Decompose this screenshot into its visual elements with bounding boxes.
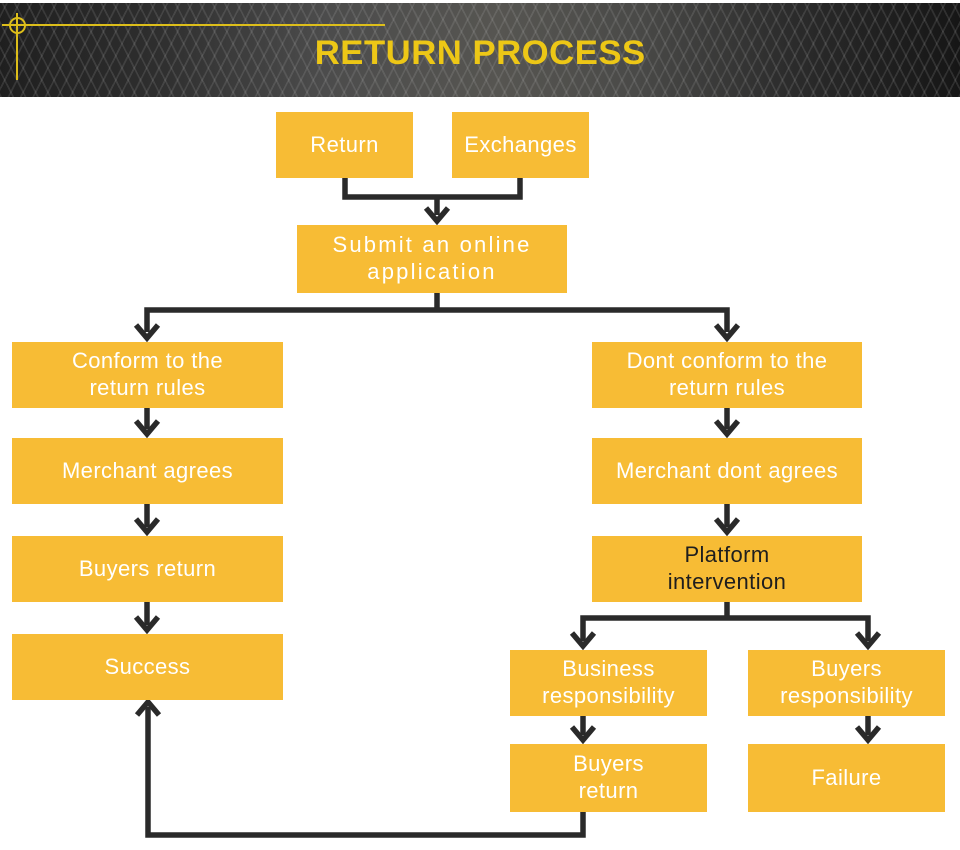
node-merchant-dont-agrees: Merchant dont agrees (592, 438, 862, 504)
node-return: Return (276, 112, 413, 178)
arrowheads (133, 206, 882, 745)
ornament-line-vertical (16, 13, 18, 80)
node-buyers-return-bottom: Buyers return (510, 744, 707, 812)
node-merchant-agrees: Merchant agrees (12, 438, 283, 504)
node-business-responsibility: Business responsibility (510, 650, 707, 716)
ornament-circle (9, 17, 26, 34)
connector-lines (144, 170, 871, 838)
node-exchanges: Exchanges (452, 112, 589, 178)
node-success: Success (12, 634, 283, 700)
node-dont-conform-return-rules: Dont conform to the return rules (592, 342, 862, 408)
node-conform-return-rules: Conform to the return rules (12, 342, 283, 408)
node-failure: Failure (748, 744, 945, 812)
node-submit-application: Submit an online application (297, 225, 567, 293)
node-platform-intervention: Platform intervention (592, 536, 862, 602)
node-buyers-return-left: Buyers return (12, 536, 283, 602)
node-buyers-responsibility: Buyers responsibility (748, 650, 945, 716)
header-banner: RETURN PROCESS (0, 3, 960, 97)
page-title: RETURN PROCESS (314, 33, 646, 72)
ornament-line-horizontal (2, 24, 385, 26)
